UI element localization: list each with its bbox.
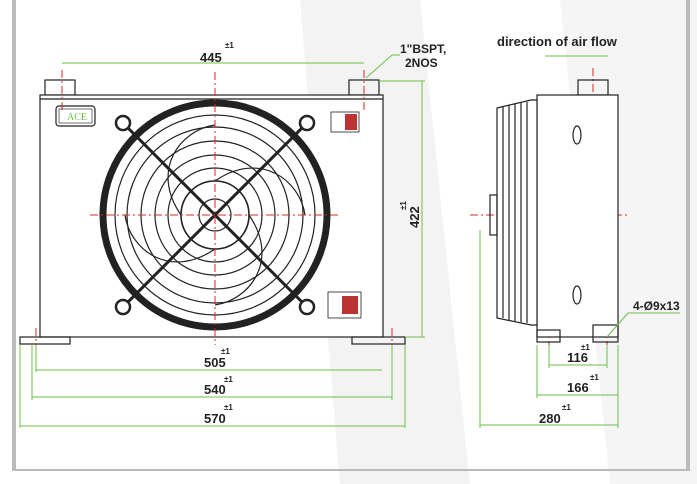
tol: ±1: [224, 403, 233, 412]
tol: ±1: [224, 375, 233, 384]
brand-label: ACE: [67, 112, 87, 123]
cooler-body: [39, 94, 384, 338]
frame-left: [12, 0, 16, 470]
dim-height: 422: [407, 206, 422, 228]
foot-left: [19, 336, 71, 345]
tol: ±1: [590, 373, 599, 382]
dim-overall-width: 570: [204, 411, 226, 426]
frame-bottom: [12, 469, 690, 471]
dim-overall-depth: 280: [539, 411, 561, 426]
tol: ±1: [562, 403, 571, 412]
mount-hole-label: 4-Ø9x13: [633, 299, 680, 313]
tol: ±1: [225, 41, 234, 50]
tol: ±1: [399, 201, 408, 210]
dim-side-hole-spacing: 116: [567, 350, 588, 365]
dim-side-foot-width: 166: [567, 380, 589, 395]
inlet-port: [44, 79, 76, 96]
tol: ±1: [581, 343, 590, 352]
foot-right: [351, 336, 406, 345]
dim-foot-inner: 505: [204, 355, 226, 370]
dimension-lines: [19, 54, 680, 428]
port-label-1: 1"BSPT,: [400, 42, 446, 56]
side-body: [536, 94, 619, 338]
tol: ±1: [221, 347, 230, 356]
dim-port-spacing: 445: [200, 50, 222, 65]
frame-right: [686, 0, 690, 470]
port-label-2: 2NOS: [405, 56, 438, 70]
dim-foot-mid: 540: [204, 382, 226, 397]
side-view: [489, 79, 619, 343]
air-flow-title: direction of air flow: [497, 34, 618, 49]
